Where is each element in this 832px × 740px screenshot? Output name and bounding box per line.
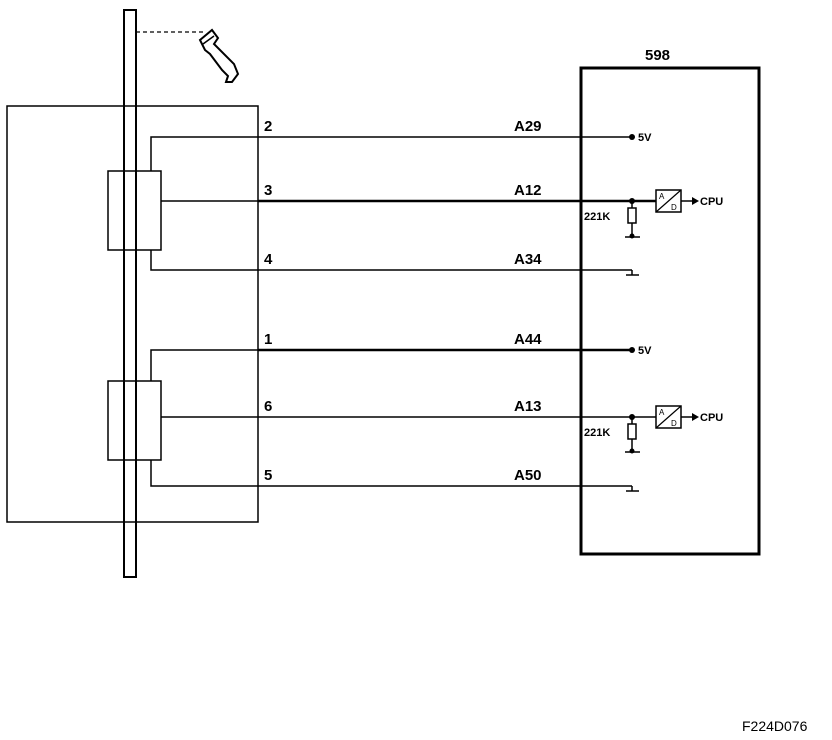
ecu-box [579,66,761,556]
upper-signal-conditioning: 221K A D CPU [584,189,723,239]
terminal-label: A50 [514,467,542,484]
adc-d-label: D [671,419,677,428]
adc-a-label: A [659,192,665,201]
pedal-shaft [123,9,137,578]
supply-label: 5V [638,132,652,144]
supply-label: 5V [638,345,652,357]
ecu-label: 598 [645,47,670,64]
lower-signal-conditioning: 221K A D CPU [584,405,723,454]
adc-a-label: A [659,408,665,417]
adc-converter-icon: A D [655,189,682,213]
resistor-icon [627,207,637,224]
terminal-label: A29 [514,118,542,135]
pin-label: 5 [264,467,272,484]
resistor-icon [627,423,637,440]
ground-icon [626,486,639,492]
cpu-label: CPU [700,196,723,208]
adc-converter-icon: A D [655,405,682,429]
upper-supply-internal [150,136,258,171]
sensor-housing [6,105,259,523]
pin-label: 4 [264,251,273,268]
pedal-icon [198,28,240,83]
pin-label: 3 [264,182,272,199]
lower-potentiometer [107,380,162,461]
ground-icon [626,270,639,276]
adc-d-label: D [671,203,677,212]
pin-label: 1 [264,331,272,348]
figure-code: F224D076 [742,718,808,734]
arrow-icon [692,413,699,421]
arrow-icon [692,197,699,205]
terminal-label: A44 [514,331,542,348]
upper-potentiometer [107,170,162,251]
resistor-label: 221K [584,211,610,223]
upper-ground-internal [150,250,258,271]
terminal-label: A12 [514,182,542,199]
lower-supply-internal [150,349,258,381]
lower-ground-internal [150,460,258,487]
cpu-label: CPU [700,412,723,424]
supply-node [629,347,635,353]
resistor-label: 221K [584,427,610,439]
terminal-label: A13 [514,398,542,415]
supply-node [629,134,635,140]
pin-label: 2 [264,118,272,135]
pedal-shaft-front [123,9,137,578]
pin-label: 6 [264,398,272,415]
terminal-label: A34 [514,251,542,268]
